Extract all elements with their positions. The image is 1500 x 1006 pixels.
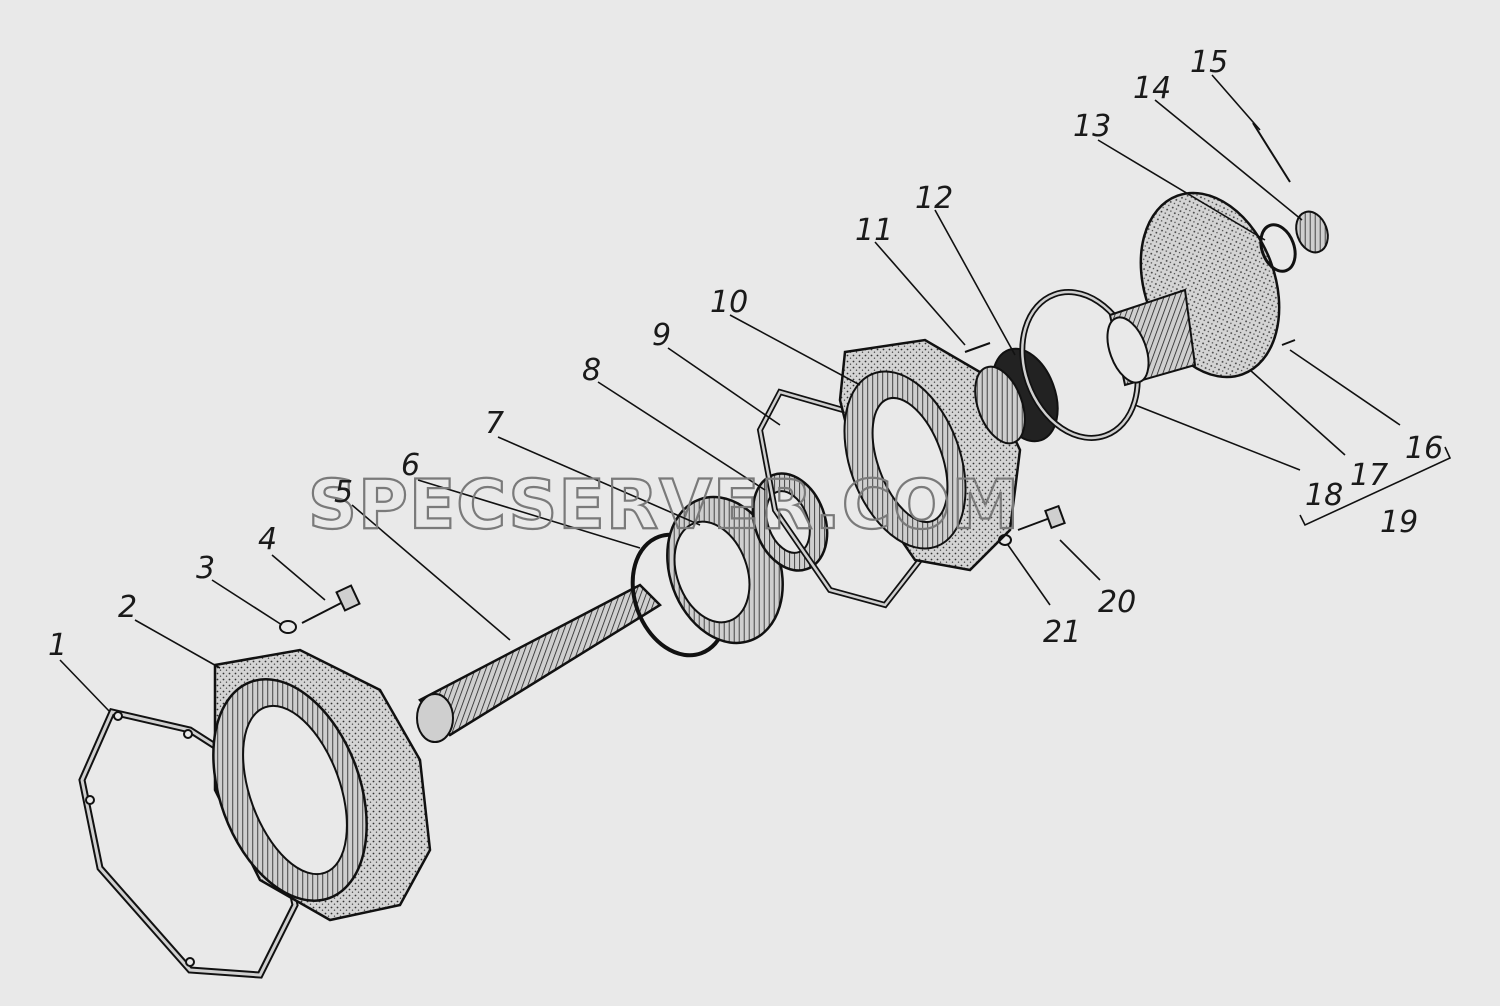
callout-17: 17 [1350, 458, 1388, 493]
part-15-cotter-pin [1252, 122, 1291, 183]
part-17-flange [1106, 191, 1281, 387]
part-21-washer [998, 534, 1012, 546]
watermark-text: SPECSERVER.COM [308, 466, 1020, 545]
part-3-washer [279, 620, 297, 634]
part-16-bolt [1281, 339, 1296, 346]
callout-10: 10 [710, 285, 748, 320]
callout-numbers: 1 2 3 4 5 6 7 8 9 10 11 12 13 14 15 16 1… [48, 45, 1443, 663]
callout-15: 15 [1190, 45, 1228, 80]
callout-4: 4 [258, 522, 277, 557]
part-20-bolt [1017, 504, 1066, 531]
part-11-pin [964, 342, 991, 353]
part-5-shaft [416, 583, 662, 743]
callout-5: 5 [334, 475, 353, 510]
callout-20: 20 [1098, 585, 1136, 620]
callout-11: 11 [855, 213, 893, 248]
part-7-bearing [666, 495, 784, 645]
callout-3: 3 [196, 551, 215, 586]
callout-9: 9 [652, 318, 671, 353]
callout-12: 12 [915, 181, 953, 216]
part-13-washer [1259, 223, 1297, 273]
bracket-19 [1299, 446, 1452, 527]
callout-6: 6 [401, 448, 420, 483]
callout-13: 13 [1073, 109, 1111, 144]
part-12-seal-pack [974, 347, 1059, 445]
callout-2: 2 [118, 590, 137, 625]
callout-7: 7 [485, 406, 504, 441]
leader-lines [59, 74, 1401, 713]
callout-19: 19 [1380, 505, 1418, 540]
callout-18: 18 [1305, 478, 1343, 513]
part-2-housing [212, 648, 432, 922]
callout-14: 14 [1133, 71, 1171, 106]
callout-8: 8 [582, 353, 601, 388]
callout-1: 1 [48, 628, 67, 663]
callout-21: 21 [1043, 615, 1081, 650]
part-4-bolt [301, 584, 361, 624]
callout-16: 16 [1405, 431, 1443, 466]
part-14-nut [1295, 210, 1329, 254]
